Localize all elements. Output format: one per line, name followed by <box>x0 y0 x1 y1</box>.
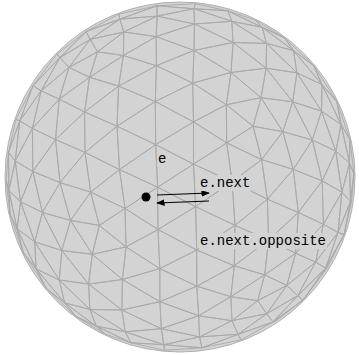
vertex-dot <box>142 193 151 202</box>
opposite-arrow <box>157 201 209 203</box>
code-label: e <box>157 151 167 167</box>
code-label: e.next.opposite <box>199 233 327 249</box>
sphere-outline <box>5 2 355 352</box>
triangle-mesh <box>6 4 354 351</box>
code-label: e.next <box>199 175 251 191</box>
next-arrow <box>157 193 209 195</box>
